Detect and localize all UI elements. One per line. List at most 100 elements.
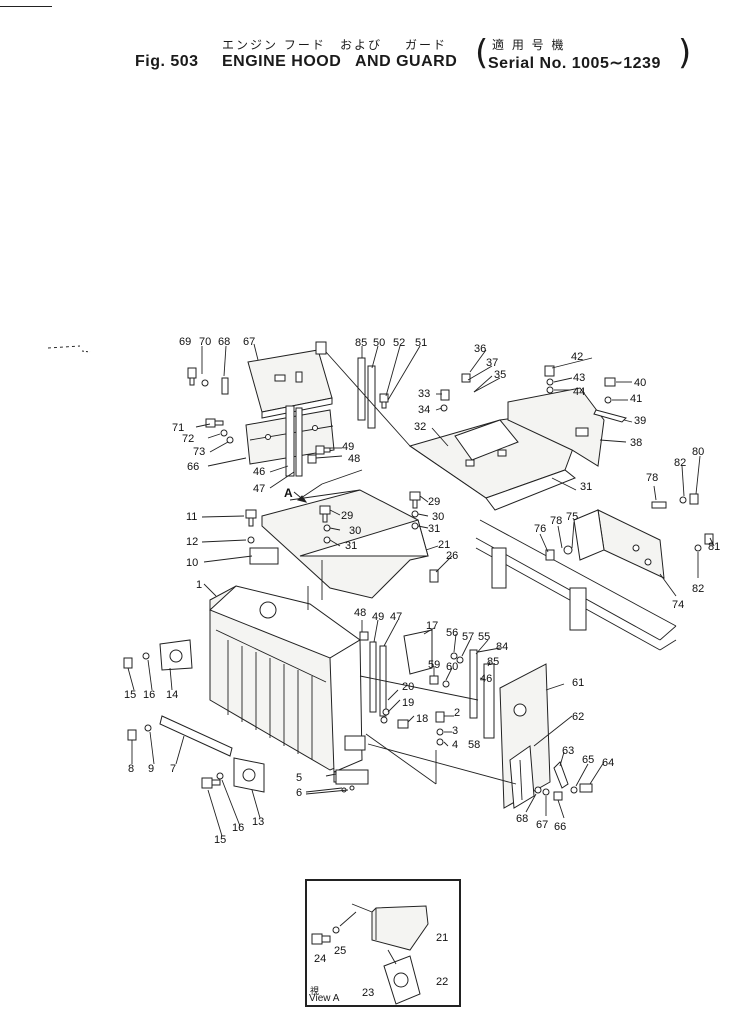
part-label: 14 <box>166 689 178 701</box>
part-label: 66 <box>554 821 566 833</box>
part-label: 71 <box>172 422 184 434</box>
part-label: 21 <box>436 932 448 944</box>
part-label: 31 <box>428 523 440 535</box>
part-number-labels: 69 70 68 67 71 72 73 66 46 47 49 48 85 5… <box>124 336 720 999</box>
part-label: 3 <box>452 725 458 737</box>
part-label: 32 <box>414 421 426 433</box>
part-label: 65 <box>582 754 594 766</box>
part-label: 1 <box>196 579 202 591</box>
serial-open-paren: ( <box>475 33 489 73</box>
part-label: 49 <box>342 441 354 453</box>
part-label: 40 <box>634 377 646 389</box>
view-a-arrow: A <box>284 486 308 503</box>
part-label: 72 <box>182 433 194 445</box>
rails-83-50 <box>357 357 389 429</box>
part-label: 46 <box>253 466 265 478</box>
rails-84-85 <box>429 649 495 739</box>
parts-2-4-18-20 <box>380 708 445 746</box>
part-label: 21 <box>438 539 450 551</box>
jp-and-text: および <box>340 38 383 52</box>
part-label: 82 <box>692 583 704 595</box>
part-label: 70 <box>199 336 211 348</box>
side-plate-60 <box>509 745 535 809</box>
bracket-17 <box>403 629 433 675</box>
part-label: 30 <box>349 525 361 537</box>
part-label: 75 <box>566 511 578 523</box>
bolts-upper-left <box>187 367 331 464</box>
part-label: 47 <box>390 611 402 623</box>
parts-5-6 <box>335 769 369 793</box>
part-label: 13 <box>252 816 264 828</box>
part-label: 42 <box>571 351 583 363</box>
view-a-inset-frame <box>305 879 461 1007</box>
part-label: 78 <box>646 472 658 484</box>
part-label: 63 <box>562 745 574 757</box>
part-label: 61 <box>572 677 584 689</box>
part-label: 55 <box>478 631 490 643</box>
part-label: 29 <box>341 510 353 522</box>
inset-view-a-drawing <box>311 903 429 1005</box>
part-label: 37 <box>486 357 498 369</box>
cover-21 <box>249 489 429 599</box>
part-label: 41 <box>630 393 642 405</box>
part-label: 85 <box>355 337 367 349</box>
figure-number: Fig. 503 <box>135 53 199 70</box>
part-label: 58 <box>468 739 480 751</box>
brackets-46-47 <box>285 405 303 477</box>
part-label: 34 <box>418 404 430 416</box>
part-label: 30 <box>432 511 444 523</box>
hood-cover-plate-67 <box>247 341 333 419</box>
part-label: 46 <box>480 673 492 685</box>
part-label: 6 <box>296 787 302 799</box>
part-label: 31 <box>580 481 592 493</box>
part-label: 16 <box>232 822 244 834</box>
part-label: 66 <box>187 461 199 473</box>
rails-47-48 <box>359 631 387 717</box>
part-label: 64 <box>602 757 614 769</box>
bolts-left <box>123 652 224 789</box>
part-label: 44 <box>573 386 585 398</box>
part-label: 76 <box>534 523 546 535</box>
jp-serial-text: 適 用 号 機 <box>492 38 566 52</box>
part-label: 4 <box>452 739 458 751</box>
part-label: 51 <box>415 337 427 349</box>
part-label: 59 <box>428 659 440 671</box>
view-a-label: View A <box>309 993 340 1004</box>
part-label: 8 <box>128 763 134 775</box>
figure-title-and-guard: AND GUARD <box>355 53 458 70</box>
part-label: 36 <box>474 343 486 355</box>
chassis-frame <box>475 519 677 651</box>
jp-engine-hood-text: エンジン フード <box>222 38 326 52</box>
part-label: 67 <box>243 336 255 348</box>
part-label: 15 <box>124 689 136 701</box>
part-label: 24 <box>314 953 326 965</box>
part-label: 48 <box>354 607 366 619</box>
header-rule <box>0 6 52 7</box>
part-label: 29 <box>428 496 440 508</box>
part-label: 23 <box>362 987 374 999</box>
part-label: 20 <box>402 681 414 693</box>
radiator-guard-1 <box>209 585 369 783</box>
part-label: 5 <box>296 772 302 784</box>
hood-bracket-39 <box>507 387 605 467</box>
part-label: 12 <box>186 536 198 548</box>
part-label: 38 <box>630 437 642 449</box>
part-label: 25 <box>334 945 346 957</box>
part-label: 80 <box>692 446 704 458</box>
view-a-marker: A <box>284 486 293 500</box>
part-label: 18 <box>416 713 428 725</box>
part-label: 56 <box>446 627 458 639</box>
part-label: 16 <box>143 689 155 701</box>
part-label: 73 <box>193 446 205 458</box>
part-label: 85 <box>487 656 499 668</box>
side-bracket-75 <box>573 509 665 579</box>
figure-title-engine-hood: ENGINE HOOD <box>222 53 342 70</box>
part-label: 31 <box>345 540 357 552</box>
part-label: 7 <box>170 763 176 775</box>
part-label: 49 <box>372 611 384 623</box>
part-label: 10 <box>186 557 198 569</box>
serial-number: Serial No. 1005∼1239 <box>488 55 661 72</box>
jp-guard-text: ガード <box>405 38 448 52</box>
part-label: 68 <box>218 336 230 348</box>
